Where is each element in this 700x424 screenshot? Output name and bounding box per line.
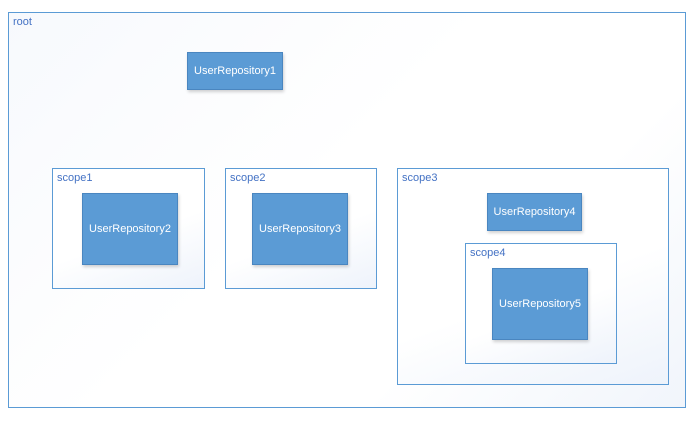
user-repository-2-label: UserRepository2 [89,223,171,235]
scope3-label: scope3 [402,172,438,184]
scope1-label: scope1 [57,172,93,184]
user-repository-4-box: UserRepository4 [487,193,582,231]
user-repository-3-box: UserRepository3 [252,193,348,265]
user-repository-2-box: UserRepository2 [82,193,178,265]
scope2-label: scope2 [230,172,266,184]
user-repository-1-box: UserRepository1 [187,52,283,90]
root-scope-label: root [13,16,32,28]
user-repository-5-box: UserRepository5 [492,268,588,340]
user-repository-4-label: UserRepository4 [493,206,576,218]
scope4-label: scope4 [470,247,506,259]
user-repository-5-label: UserRepository5 [499,298,581,310]
user-repository-1-label: UserRepository1 [194,65,276,77]
scope1-box: scope1 [52,168,205,289]
user-repository-3-label: UserRepository3 [259,223,341,235]
